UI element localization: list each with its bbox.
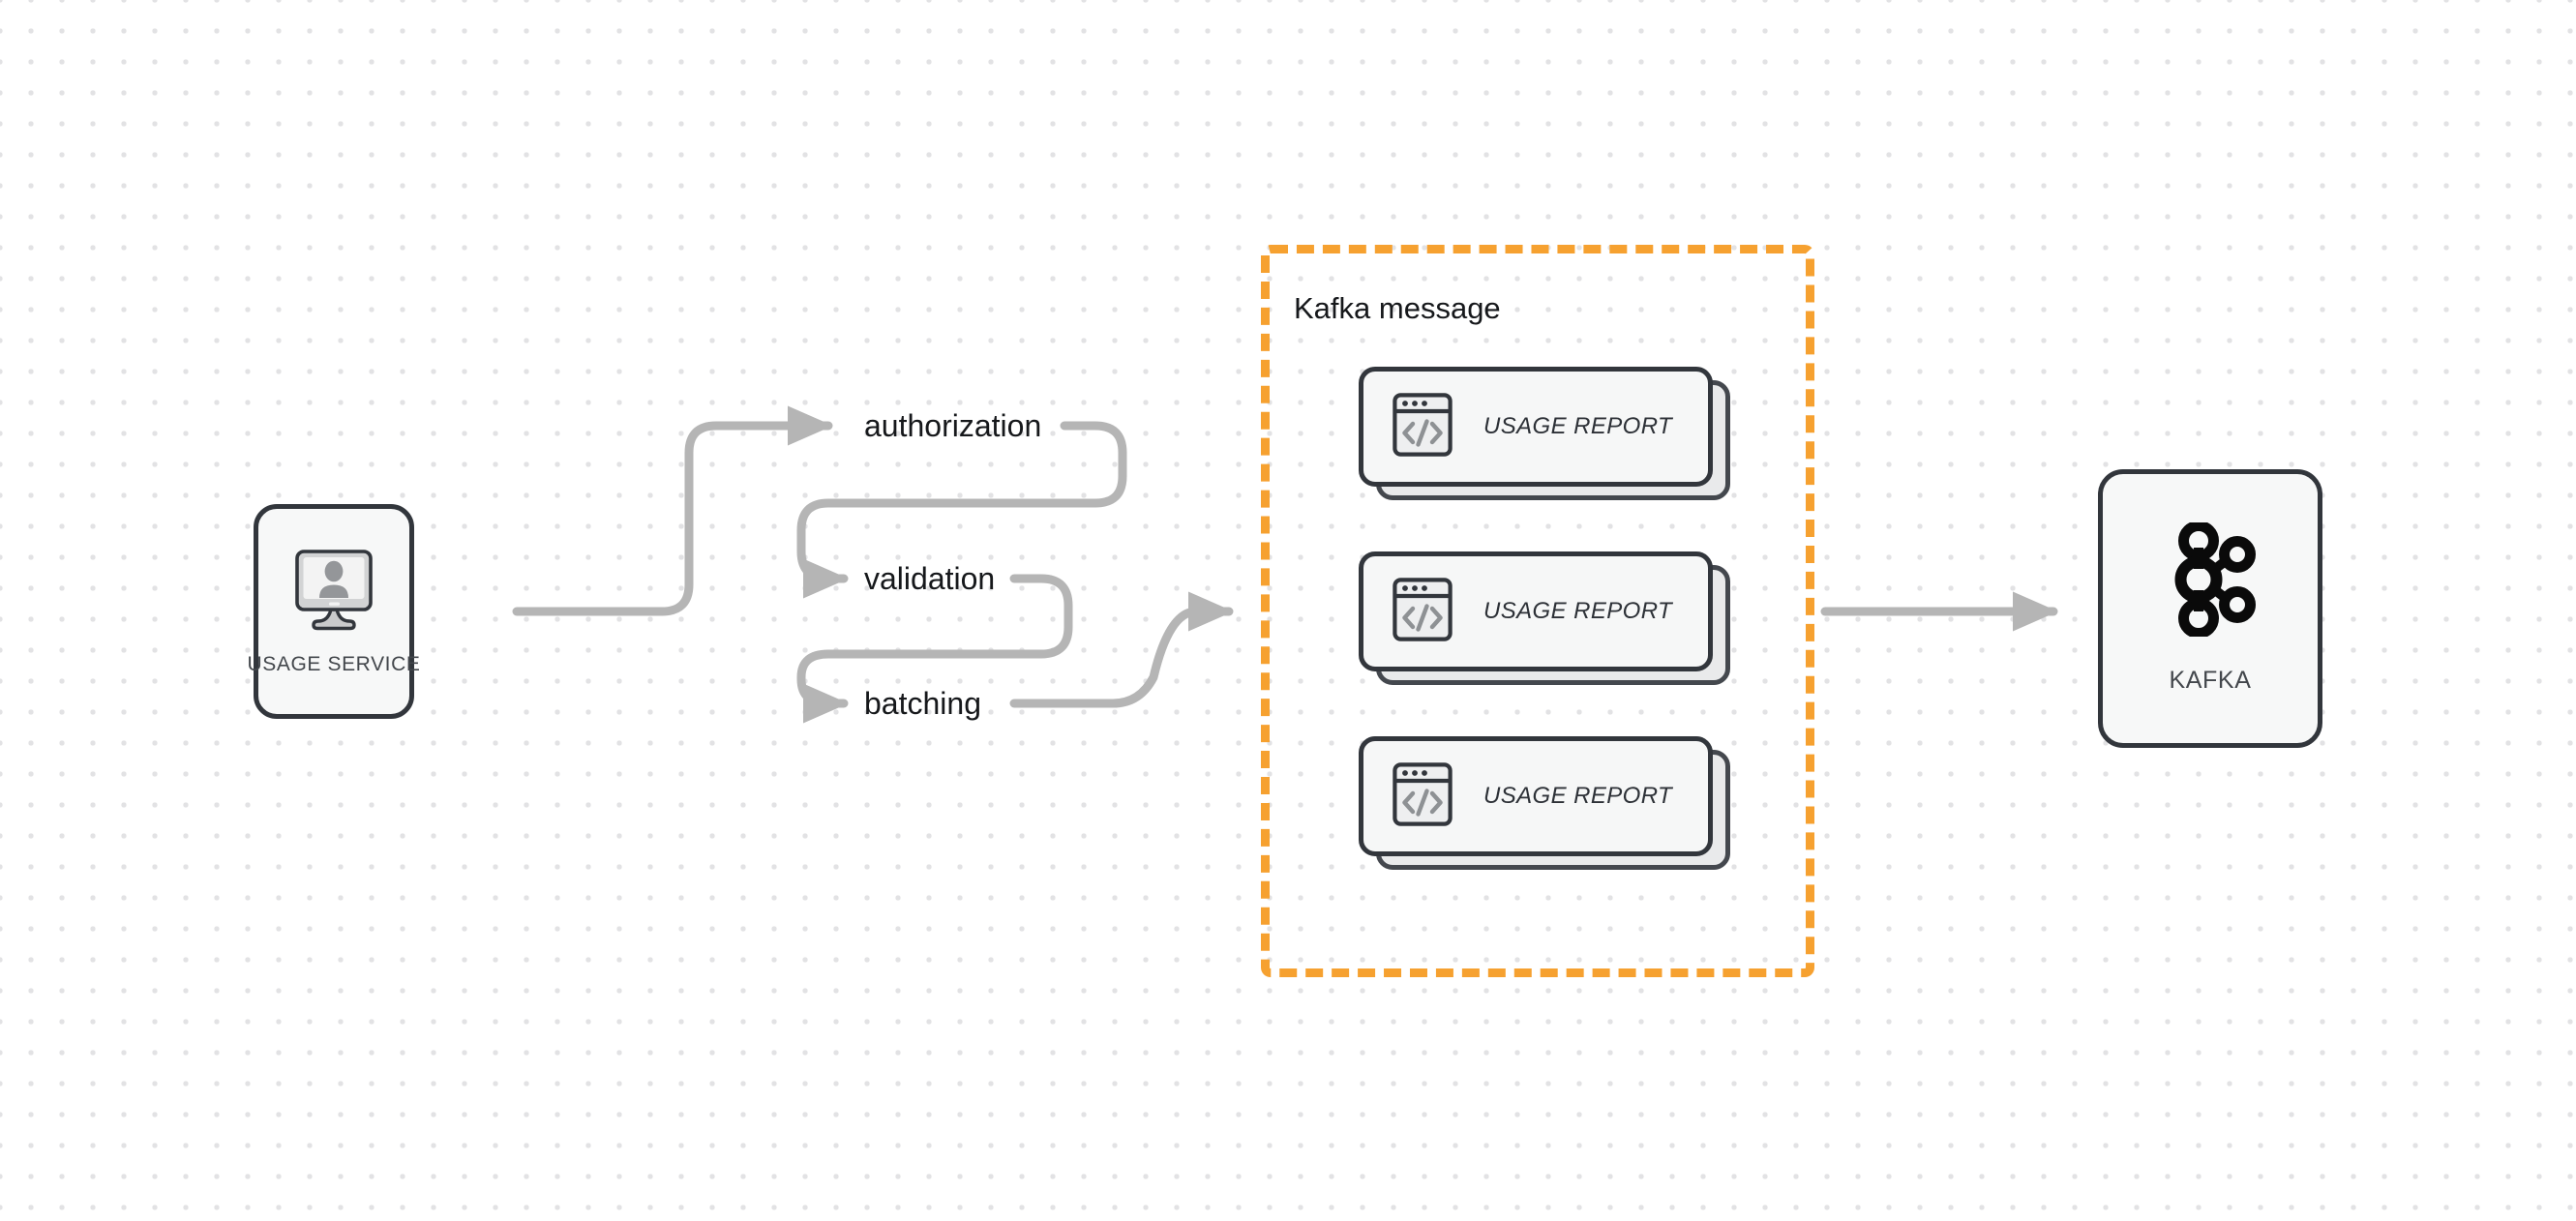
code-window-icon (1393, 392, 1453, 462)
group-kafka-message (1261, 245, 1814, 977)
group-kafka-message-title: Kafka message (1294, 291, 1501, 325)
usage-report-card[interactable]: USAGE REPORT (1359, 736, 1730, 870)
wire-authorization-to-validation (796, 421, 1127, 599)
card-face: USAGE REPORT (1359, 736, 1713, 856)
wire-service-to-authorization (512, 405, 833, 616)
wire-batching-to-group (1009, 591, 1234, 708)
usage-report-card-label: USAGE REPORT (1483, 598, 1673, 624)
card-face: USAGE REPORT (1359, 551, 1713, 671)
monitor-user-icon (289, 548, 378, 636)
code-window-icon (1393, 577, 1453, 646)
node-usage-service[interactable]: USAGE SERVICE (248, 504, 420, 719)
wire-validation-to-batching (796, 574, 1073, 724)
step-label-validation: validation (864, 561, 996, 596)
code-window-icon (1393, 761, 1453, 831)
usage-report-card-label: USAGE REPORT (1483, 783, 1673, 809)
node-usage-service-label: USAGE SERVICE (247, 652, 421, 675)
usage-report-card-label: USAGE REPORT (1483, 413, 1673, 439)
node-kafka[interactable]: KAFKA (2098, 469, 2322, 748)
step-label-authorization: authorization (864, 408, 1042, 443)
kafka-logo-icon (2162, 521, 2259, 641)
step-label-batching: batching (864, 686, 981, 721)
node-kafka-label: KAFKA (2169, 667, 2252, 694)
card-face: USAGE REPORT (1359, 367, 1713, 487)
usage-report-card[interactable]: USAGE REPORT (1359, 551, 1730, 685)
usage-report-card[interactable]: USAGE REPORT (1359, 367, 1730, 500)
